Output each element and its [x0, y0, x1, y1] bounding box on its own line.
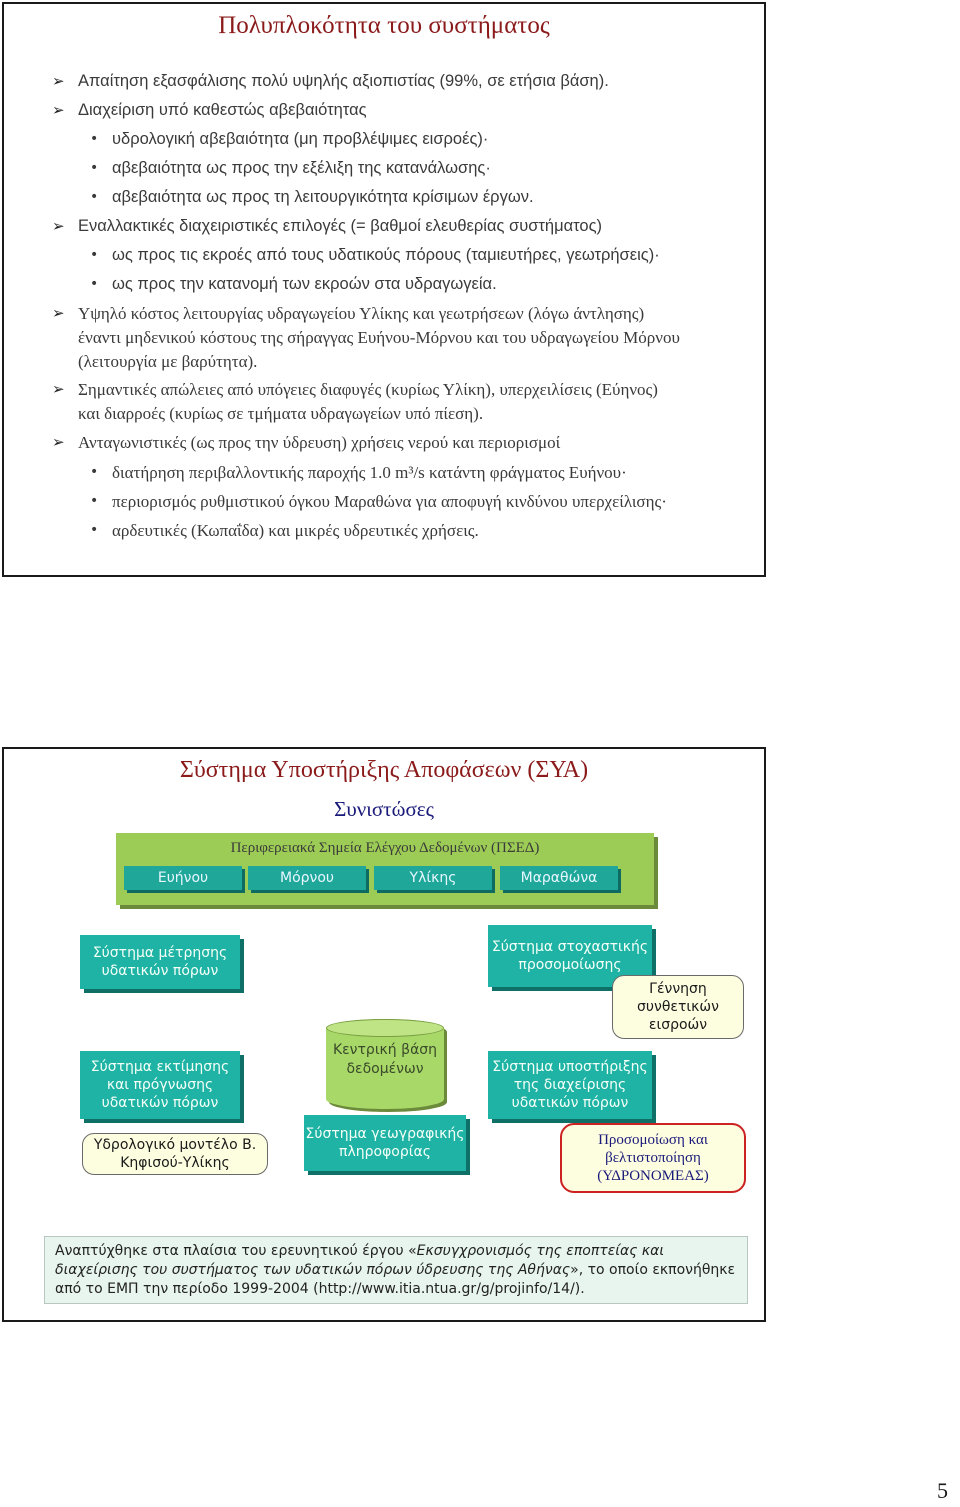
text-line: αρδευτικές (Κωπαΐδα) και μικρές υδρευτικ…	[112, 521, 479, 540]
text-line: Εναλλακτικές διαχειριστικές επιλογές (= …	[78, 217, 603, 235]
arrow-bullet-icon: ➢	[52, 433, 65, 451]
arrow-bullet-icon: ➢	[52, 101, 65, 119]
note-project-title: Εκσυγχρονισμός της εποπτείας και διαχείρ…	[55, 1243, 665, 1278]
slide-decision-support-system: Σύστημα Υποστήριξης Αποφάσεων (ΣΥΑ) Συνι…	[2, 747, 766, 1322]
arrow-bullet-icon: ➢	[52, 72, 65, 90]
text-line: υδρολογική αβεβαιότητα (μη προβλέψιμες ε…	[112, 130, 489, 148]
slide-title: Πολυπλοκότητα του συστήματος	[218, 12, 550, 39]
slide-system-complexity: Πολυπλοκότητα του συστήματος ➢ Απαίτηση …	[2, 2, 766, 577]
arrow-bullet-icon: ➢	[52, 217, 65, 235]
note-prefix: Αναπτύχθηκε στα πλαίσια του ερευνητικού …	[55, 1243, 417, 1259]
text-line: (λειτουργία με βαρύτητα).	[78, 352, 258, 371]
synthetic-inflows-box: Γέννηση συνθετικών εισροών	[612, 975, 744, 1039]
cylinder-top	[326, 1019, 444, 1037]
text-line: ως προς την κατανομή των εκροών στα υδρα…	[112, 275, 497, 293]
bullet-icon: •	[90, 464, 99, 480]
bullet-icon: •	[90, 522, 99, 538]
panel-label: Περιφερειακά Σημεία Ελέγχου Δεδομένων (Π…	[230, 840, 540, 856]
text-line: έναντι μηδενικού κόστους της σήραγγας Ευ…	[78, 328, 680, 347]
text-line: Ανταγωνιστικές (ως προς την ύδρευση) χρή…	[78, 433, 561, 452]
hydrological-model-box: Υδρολογικό μοντέλο Β. Κηφισού-Υλίκης	[82, 1133, 268, 1175]
stochastic-simulation-box: Σύστημα στοχαστικής προσομοίωσης	[488, 925, 652, 987]
database-label: Κεντρική βάση δεδομένων	[332, 1042, 438, 1077]
text-line: Απαίτηση εξασφάλισης πολύ υψηλής αξιοπισ…	[78, 72, 609, 90]
bullet-icon: •	[90, 493, 99, 509]
arrow-bullet-icon: ➢	[52, 304, 65, 322]
page-number: 5	[937, 1478, 948, 1503]
text-line: Διαχείριση υπό καθεστώς αβεβαιότητας	[78, 101, 367, 119]
text-line: Υψηλό κόστος λειτουργίας υδραγωγείου Υλί…	[78, 304, 645, 323]
arrow-bullet-icon: ➢	[52, 380, 65, 398]
text-line: ως προς τις εκροές από τους υδατικούς πό…	[112, 246, 660, 264]
text-line: περιορισμός ρυθμιστικού όγκου Μαραθώνα γ…	[112, 492, 667, 511]
chip-yliki: Υλίκης	[374, 866, 492, 890]
data-control-points-panel: Περιφερειακά Σημεία Ελέγχου Δεδομένων (Π…	[116, 833, 654, 905]
slide-title: Σύστημα Υποστήριξης Αποφάσεων (ΣΥΑ)	[179, 757, 589, 783]
bullet-icon: •	[90, 276, 99, 292]
estimation-system-box: Σύστημα εκτίμησης και πρόγνωσης υδατικών…	[80, 1051, 240, 1119]
simulation-optimization-box: Προσομοίωση και βελτιστοποίηση (ΥΔΡΟΝΟΜΕ…	[560, 1123, 746, 1193]
bullet-icon: •	[90, 160, 99, 176]
text-line: Σημαντικές απώλειες από υπόγειες διαφυγέ…	[78, 380, 658, 399]
slide-subtitle: Συνιστώσες	[334, 797, 434, 821]
text-line: και διαρροές (κυρίως σε τμήματα υδραγωγε…	[78, 404, 484, 423]
bullet-icon: •	[90, 189, 99, 205]
text-line: διατήρηση περιβαλλοντικής παροχής 1.0 m³…	[112, 463, 627, 482]
project-note: Αναπτύχθηκε στα πλαίσια του ερευνητικού …	[44, 1236, 748, 1304]
bullet-icon: •	[90, 131, 99, 147]
note-suffix: », το οποίο εκπονήθηκε από το ΕΜΠ την πε…	[55, 1262, 736, 1297]
chip-mornos: Μόρνου	[248, 866, 366, 890]
bullet-icon: •	[90, 247, 99, 263]
text-line: αβεβαιότητα ως προς τη λειτουργικότητα κ…	[112, 188, 534, 206]
gis-system-box: Σύστημα γεωγραφικής πληροφορίας	[304, 1115, 466, 1171]
management-support-box: Σύστημα υποστήριξης της διαχείρισης υδατ…	[488, 1051, 652, 1119]
chip-marathon: Μαραθώνα	[500, 866, 618, 890]
chip-evinos: Ευήνου	[124, 866, 242, 890]
central-database-cylinder: Κεντρική βάση δεδομένων	[326, 1019, 444, 1109]
measurement-system-box: Σύστημα μέτρησης υδατικών πόρων	[80, 935, 240, 989]
text-line: αβεβαιότητα ως προς την εξέλιξη της κατα…	[112, 159, 491, 177]
